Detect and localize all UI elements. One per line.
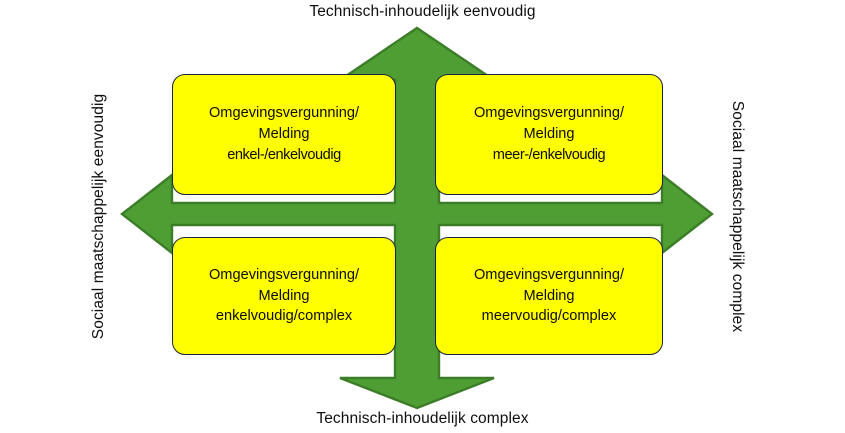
quadrant-line-3: enkel-/enkelvoudig [227,146,341,163]
quadrant-line-1: Omgevingsvergunning/ [208,266,360,283]
quadrant-box-top-left[interactable]: Omgevingsvergunning/ Melding enkel-/enke… [172,74,396,195]
quadrant-line-3: meer-/enkelvoudig [492,146,606,163]
quadrant-line-2: Melding [258,126,310,143]
cross-arrow-shape [120,26,714,410]
quadrant-line-3: meervoudig/complex [481,308,617,325]
quadrant-line-1: Omgevingsvergunning/ [473,105,625,122]
quadrant-box-top-right[interactable]: Omgevingsvergunning/ Melding meer-/enkel… [435,74,663,195]
quadrant-box-bottom-left[interactable]: Omgevingsvergunning/ Melding enkelvoudig… [172,237,396,355]
quadrant-line-1: Omgevingsvergunning/ [208,105,360,122]
axis-label-left: Sociaal maatschappelijk eenvoudig [90,93,107,340]
axis-label-bottom: Technisch-inhoudelijk complex [316,409,529,427]
quadrant-line-2: Melding [523,126,575,143]
axis-label-top: Technisch-inhoudelijk eenvoudig [309,3,536,20]
quadrant-line-2: Melding [523,287,575,304]
quadrant-line-3: enkelvoudig/complex [215,308,353,325]
quadrant-box-bottom-right[interactable]: Omgevingsvergunning/ Melding meervoudig/… [435,237,663,355]
quadrant-line-1: Omgevingsvergunning/ [473,266,625,283]
quadrant-line-2: Melding [258,287,310,304]
axis-label-right: Sociaal maatschappelijk complex [729,100,746,333]
